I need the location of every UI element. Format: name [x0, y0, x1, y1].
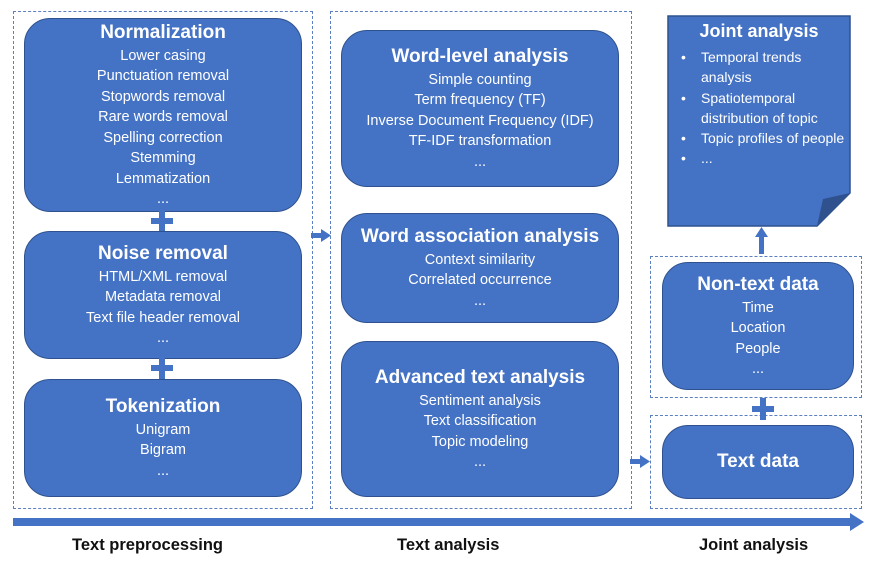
word-association-analysis-title: Word association analysis: [360, 225, 600, 247]
word-level-analysis-title: Word-level analysis: [391, 45, 569, 67]
non-text-data-item: Time: [742, 299, 774, 316]
word-association-analysis-box: Word association analysis Context simila…: [341, 213, 619, 323]
bullet-icon: •: [681, 49, 686, 65]
noise-removal-item: Metadata removal: [104, 289, 222, 305]
text-data-group: [650, 415, 862, 509]
advanced-text-analysis-item: Text classification: [423, 413, 537, 429]
advanced-text-analysis-item: ...: [473, 454, 487, 470]
non-text-data-item: Location: [730, 320, 786, 336]
text-preprocessing-group: [13, 11, 313, 509]
normalization-item: Spelling correction: [103, 129, 223, 146]
noise-removal-box: Noise removal HTML/XML removal Metadata …: [24, 231, 302, 359]
normalization-box: Normalization Lower casing Punctuation r…: [24, 18, 302, 212]
advanced-text-analysis-item: Sentiment analysis: [419, 392, 541, 409]
plus-icon: [752, 398, 774, 420]
normalization-item: ...: [156, 191, 170, 207]
text-data-title: Text data: [716, 450, 799, 472]
joint-analysis-caption: Joint analysis: [699, 536, 809, 554]
non-text-data-item: ...: [751, 361, 765, 377]
noise-removal-item: Text file header removal: [86, 309, 240, 326]
joint-analysis-result: Joint analysis • Temporal trends analysis…: [667, 15, 851, 227]
normalization-item: Stopwords removal: [100, 88, 226, 105]
list-item-label: Spatiotemporal distribution of topic: [701, 89, 818, 126]
list-item-label: Temporal trends analysis: [701, 49, 802, 86]
normalization-item: Punctuation removal: [96, 68, 230, 84]
normalization-item: Rare words removal: [98, 109, 228, 125]
tokenization-item: ...: [156, 462, 170, 479]
word-level-analysis-box: Word-level analysis Simple counting Term…: [341, 30, 619, 187]
advanced-text-analysis-title: Advanced text analysis: [374, 366, 586, 388]
arrow-right-icon: [630, 455, 650, 468]
list-item: • Temporal trends analysis: [675, 47, 845, 88]
bullet-icon: •: [681, 89, 686, 106]
list-item: •...: [675, 148, 845, 168]
advanced-text-analysis-item: Topic modeling: [431, 433, 529, 450]
list-item-label: ...: [701, 150, 713, 167]
text-data-box: Text data: [662, 425, 854, 499]
normalization-item: Stemming: [130, 150, 196, 166]
non-text-data-item: People: [735, 340, 781, 357]
bullet-icon: •: [681, 130, 686, 147]
word-association-analysis-item: Context similarity: [424, 251, 536, 268]
tokenization-item: Bigram: [140, 442, 186, 459]
normalization-item: Lower casing: [120, 47, 206, 64]
word-level-analysis-item: TF-IDF transformation: [408, 133, 552, 150]
text-analysis-group: [330, 11, 632, 509]
document-shape: [667, 15, 851, 227]
timeline-arrow-icon: [13, 513, 864, 531]
advanced-text-analysis-box: Advanced text analysis Sentiment analysi…: [341, 341, 619, 497]
bullet-icon: •: [681, 150, 686, 167]
noise-removal-title: Noise removal: [98, 242, 228, 264]
non-text-data-title: Non-text data: [697, 273, 819, 295]
word-level-analysis-item: Simple counting: [428, 71, 532, 88]
text-preprocessing-caption: Text preprocessing: [72, 536, 223, 554]
word-association-analysis-item: Correlated occurrence: [408, 272, 552, 289]
non-text-data-group: [650, 256, 862, 398]
word-association-analysis-item: ...: [473, 292, 487, 309]
list-item-label: Topic profiles of people: [701, 130, 845, 147]
plus-icon: [151, 210, 173, 232]
normalization-title: Normalization: [100, 21, 226, 43]
arrow-up-icon: [755, 227, 768, 254]
tokenization-box: Tokenization Unigram Bigram ...: [24, 379, 302, 497]
tokenization-title: Tokenization: [105, 395, 221, 417]
joint-analysis-result-list: • Temporal trends analysis • Spatiotempora…: [675, 47, 845, 169]
tokenization-item: Unigram: [135, 421, 191, 438]
joint-analysis-result-title: Joint analysis: [699, 21, 819, 41]
normalization-item: Lemmatization: [115, 170, 211, 187]
text-analysis-caption: Text analysis: [397, 536, 500, 554]
list-item: • Spatiotemporal distribution of topic: [675, 88, 845, 129]
non-text-data-box: Non-text data Time Location People ...: [662, 262, 854, 390]
word-level-analysis-item: Term frequency (TF): [414, 92, 546, 109]
arrow-right-icon: [311, 229, 331, 242]
noise-removal-item: ...: [156, 330, 170, 346]
word-level-analysis-item: ...: [473, 153, 487, 170]
plus-icon: [151, 357, 173, 379]
list-item: • Topic profiles of people: [675, 128, 845, 148]
word-level-analysis-item: Inverse Document Frequency (IDF): [366, 112, 594, 129]
noise-removal-item: HTML/XML removal: [98, 268, 228, 285]
